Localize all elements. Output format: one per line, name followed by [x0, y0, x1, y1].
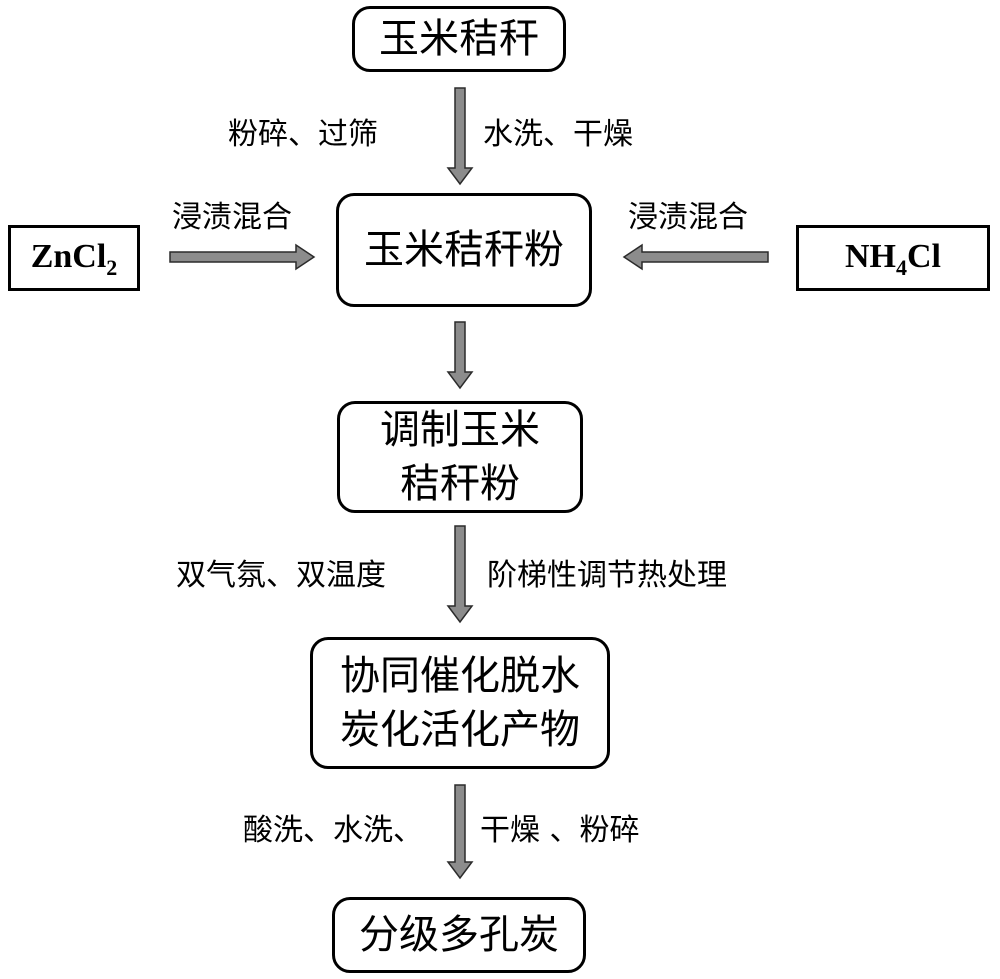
- node-modified-powder-text: 调制玉米 秸秆粉: [380, 403, 540, 511]
- node-corn-stalk-powder: 玉米秸秆粉: [336, 193, 592, 307]
- node-nh4cl-text: NH4Cl: [845, 234, 941, 282]
- arrow-right-zncl2: [170, 245, 314, 269]
- node-nh4cl: NH4Cl: [796, 225, 990, 291]
- node-porous-carbon: 分级多孔炭: [332, 897, 586, 973]
- label-impregnate-right: 浸渍混合: [628, 203, 748, 233]
- node-corn-stalk: 玉米秸秆: [352, 6, 566, 72]
- node-synergistic-product-text: 协同催化脱水 炭化活化产物: [340, 649, 580, 757]
- node-porous-carbon-text: 分级多孔炭: [359, 908, 559, 962]
- arrow-down-2: [448, 322, 472, 388]
- label-impregnate-left: 浸渍混合: [172, 203, 292, 233]
- arrow-left-nh4cl: [624, 245, 768, 269]
- label-post-treatment-left: 酸洗、水洗、: [243, 816, 423, 846]
- arrow-down-3: [448, 526, 472, 622]
- label-stepwise-heat: 阶梯性调节热处理: [487, 561, 727, 591]
- label-crush-sieve: 粉碎、过筛: [228, 120, 378, 150]
- label-dual-atmosphere: 双气氛、双温度: [176, 561, 386, 591]
- label-wash-dry: 水洗、干燥: [483, 120, 633, 150]
- node-corn-stalk-text: 玉米秸秆: [379, 12, 539, 66]
- node-synergistic-product: 协同催化脱水 炭化活化产物: [310, 637, 610, 769]
- label-post-treatment-right: 干燥 、粉碎: [480, 816, 640, 846]
- arrow-down-4: [448, 785, 472, 878]
- node-modified-powder: 调制玉米 秸秆粉: [337, 401, 583, 513]
- node-zncl2-text: ZnCl2: [31, 234, 118, 282]
- node-corn-stalk-powder-text: 玉米秸秆粉: [364, 223, 564, 277]
- arrow-down-1: [448, 88, 472, 184]
- node-zncl2: ZnCl2: [8, 225, 140, 291]
